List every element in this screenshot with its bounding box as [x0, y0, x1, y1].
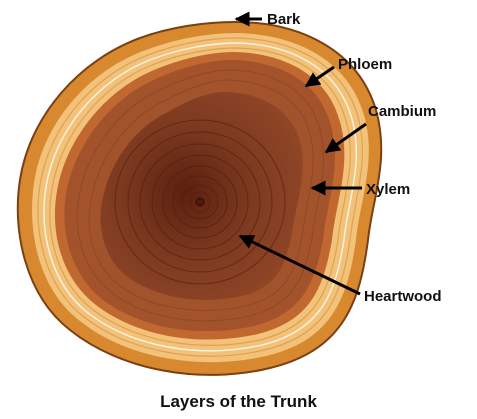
pith-center: [196, 198, 204, 206]
xylem-label: Xylem: [366, 181, 410, 198]
figure-caption: Layers of the Trunk: [0, 392, 477, 412]
phloem-label: Phloem: [338, 56, 392, 73]
heartwood-label: Heartwood: [364, 288, 442, 305]
bark-label: Bark: [267, 11, 301, 28]
cambium-label: Cambium: [368, 103, 436, 120]
